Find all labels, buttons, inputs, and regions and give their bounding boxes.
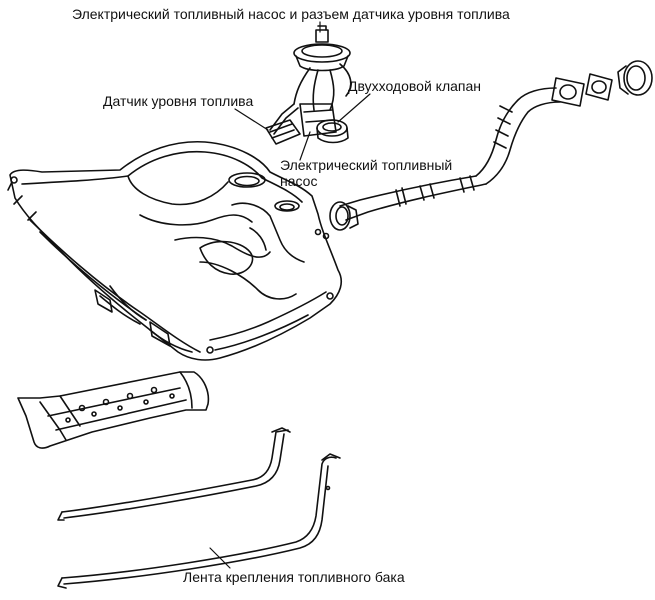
tank-strap-upper — [58, 428, 290, 520]
fuel-pump-assembly — [266, 26, 351, 144]
leader-level-sensor — [235, 109, 268, 130]
tank-protector-panel — [18, 372, 208, 448]
filler-neck — [330, 61, 652, 230]
label-pump-and-level-sensor-connector: Электрический топливный насос и разъем д… — [72, 6, 510, 22]
tank-strap-lower — [58, 454, 340, 588]
label-two-way-valve: Двухходовой клапан — [348, 78, 481, 94]
label-fuel-level-sensor: Датчик уровня топлива — [103, 93, 254, 109]
leader-tank-strap — [210, 548, 230, 568]
label-electric-fuel-pump-line1: Электрический топливный — [280, 157, 453, 173]
label-electric-fuel-pump-line2: насос — [280, 173, 318, 189]
label-electric-fuel-pump: Электрический топливный насос — [280, 157, 452, 189]
leader-lines — [210, 22, 370, 568]
leader-electric-pump — [300, 132, 310, 160]
fuel-tank — [8, 142, 341, 360]
leader-two-way-valve — [338, 94, 370, 122]
label-fuel-tank-strap: Лента крепления топливного бака — [183, 569, 405, 585]
